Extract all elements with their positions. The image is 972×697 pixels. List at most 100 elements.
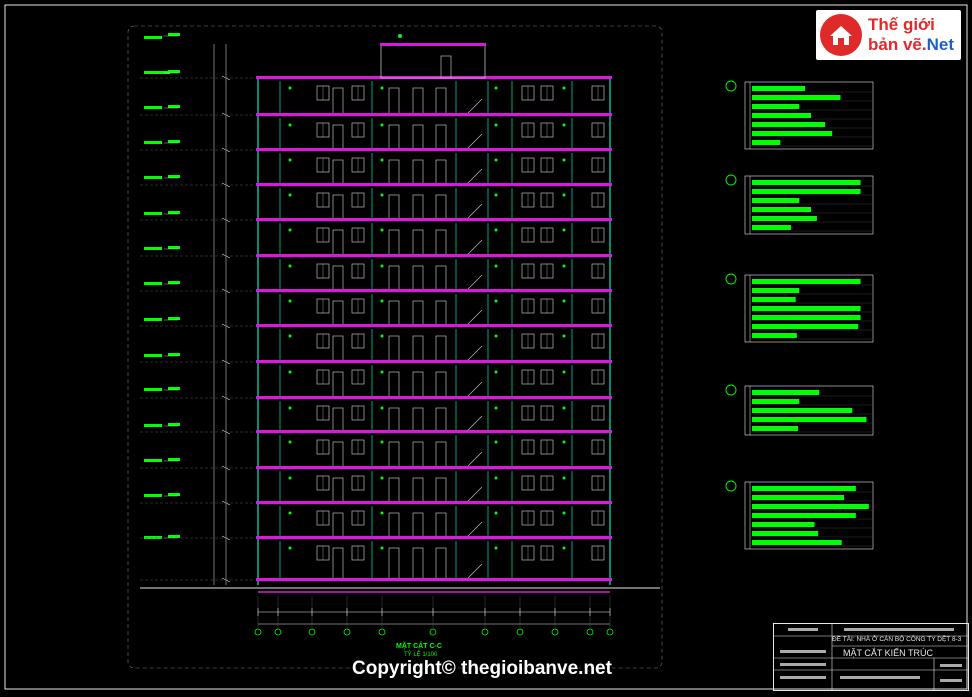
grid-bubble — [606, 628, 614, 636]
detail-row-text — [752, 486, 856, 491]
floor-slab — [256, 324, 612, 328]
room-tag — [562, 123, 566, 127]
room-tag — [494, 370, 498, 374]
detail-row-text — [752, 122, 826, 127]
elevation-value — [144, 388, 162, 391]
elevation-tag — [168, 70, 180, 73]
elevation-tag — [168, 105, 180, 108]
detail-row-text — [752, 531, 819, 536]
detail-tag-circle — [725, 80, 737, 92]
house-icon — [820, 14, 862, 56]
room-tag — [288, 264, 292, 268]
elevation-value — [144, 494, 162, 497]
floor-slab — [256, 76, 612, 80]
room-tag — [562, 546, 566, 550]
room-tag — [562, 86, 566, 90]
room-tag — [562, 406, 566, 410]
room-tag — [494, 123, 498, 127]
floor-slab — [256, 430, 612, 434]
elevation-tag — [168, 317, 180, 320]
stair-flight — [465, 451, 483, 469]
detail-row-text — [752, 216, 817, 221]
detail-row-text — [752, 417, 867, 422]
elevation-tag — [168, 33, 180, 36]
detail-row-text — [752, 504, 869, 509]
floor-slab — [256, 148, 612, 152]
detail-table — [744, 81, 874, 150]
stair-flight — [465, 381, 483, 399]
grid-bubble — [551, 628, 559, 636]
room-tag — [380, 193, 384, 197]
floor-slab — [256, 536, 612, 540]
detail-row-text — [752, 408, 853, 413]
floor-slab — [256, 396, 612, 400]
room-tag — [380, 299, 384, 303]
detail-row-text — [752, 315, 861, 320]
floor-slab — [256, 218, 612, 222]
elevation-tag — [168, 140, 180, 143]
elevation-tag — [168, 211, 180, 214]
elevation-tag — [168, 281, 180, 284]
room-tag — [288, 299, 292, 303]
room-tag — [288, 370, 292, 374]
floor-slab — [256, 466, 612, 470]
room-tag — [562, 334, 566, 338]
detail-row-text — [752, 540, 842, 545]
room-tag — [494, 511, 498, 515]
site-logo[interactable]: Thế giới bản vẽ.Net — [816, 10, 961, 60]
detail-row-text — [752, 333, 797, 338]
room-tag — [494, 440, 498, 444]
detail-tag-circle — [725, 174, 737, 186]
room-tag — [562, 158, 566, 162]
detail-row-text — [752, 297, 796, 302]
detail-tag-circle — [725, 384, 737, 396]
detail-row-text — [752, 288, 800, 293]
detail-row-text — [752, 189, 861, 194]
room-tag — [494, 546, 498, 550]
elevation-tag — [168, 175, 180, 178]
elevation-tag — [168, 246, 180, 249]
detail-table — [744, 274, 874, 343]
detail-row-text — [752, 225, 791, 230]
elevation-value — [144, 282, 162, 285]
stair-flight — [465, 98, 483, 116]
detail-row-text — [752, 279, 861, 284]
elevation-value — [144, 71, 170, 74]
detail-row-text — [752, 104, 800, 109]
detail-row-text — [752, 207, 811, 212]
elevation-tag — [168, 458, 180, 461]
elevation-value — [144, 36, 162, 39]
room-tag — [562, 370, 566, 374]
detail-row-text — [752, 513, 856, 518]
grid-bubble — [254, 628, 262, 636]
room-tag — [562, 264, 566, 268]
floor-slab — [256, 113, 612, 117]
room-tag — [494, 476, 498, 480]
stair-flight — [465, 521, 483, 539]
grid-bubble — [378, 628, 386, 636]
room-tag — [288, 123, 292, 127]
room-tag — [380, 264, 384, 268]
stair-flight — [465, 203, 483, 221]
elevation-value — [144, 141, 162, 144]
stair-flight — [465, 133, 483, 151]
room-tag — [494, 334, 498, 338]
elevation-value — [144, 424, 162, 427]
detail-legends — [725, 80, 874, 550]
detail-row-text — [752, 522, 815, 527]
elevation-tag — [168, 493, 180, 496]
elevation-value — [144, 354, 162, 357]
room-tag — [288, 546, 292, 550]
sheet-frame — [4, 4, 968, 690]
room-tag — [562, 476, 566, 480]
grid-axes — [254, 596, 614, 636]
detail-tag-circle — [725, 273, 737, 285]
detail-row-text — [752, 95, 841, 100]
elevation-value — [144, 459, 162, 462]
room-tag — [288, 158, 292, 162]
roof-stair-slab — [380, 43, 486, 46]
room-tag — [380, 228, 384, 232]
stair-flight — [465, 486, 483, 504]
viewport-frame — [127, 25, 663, 669]
